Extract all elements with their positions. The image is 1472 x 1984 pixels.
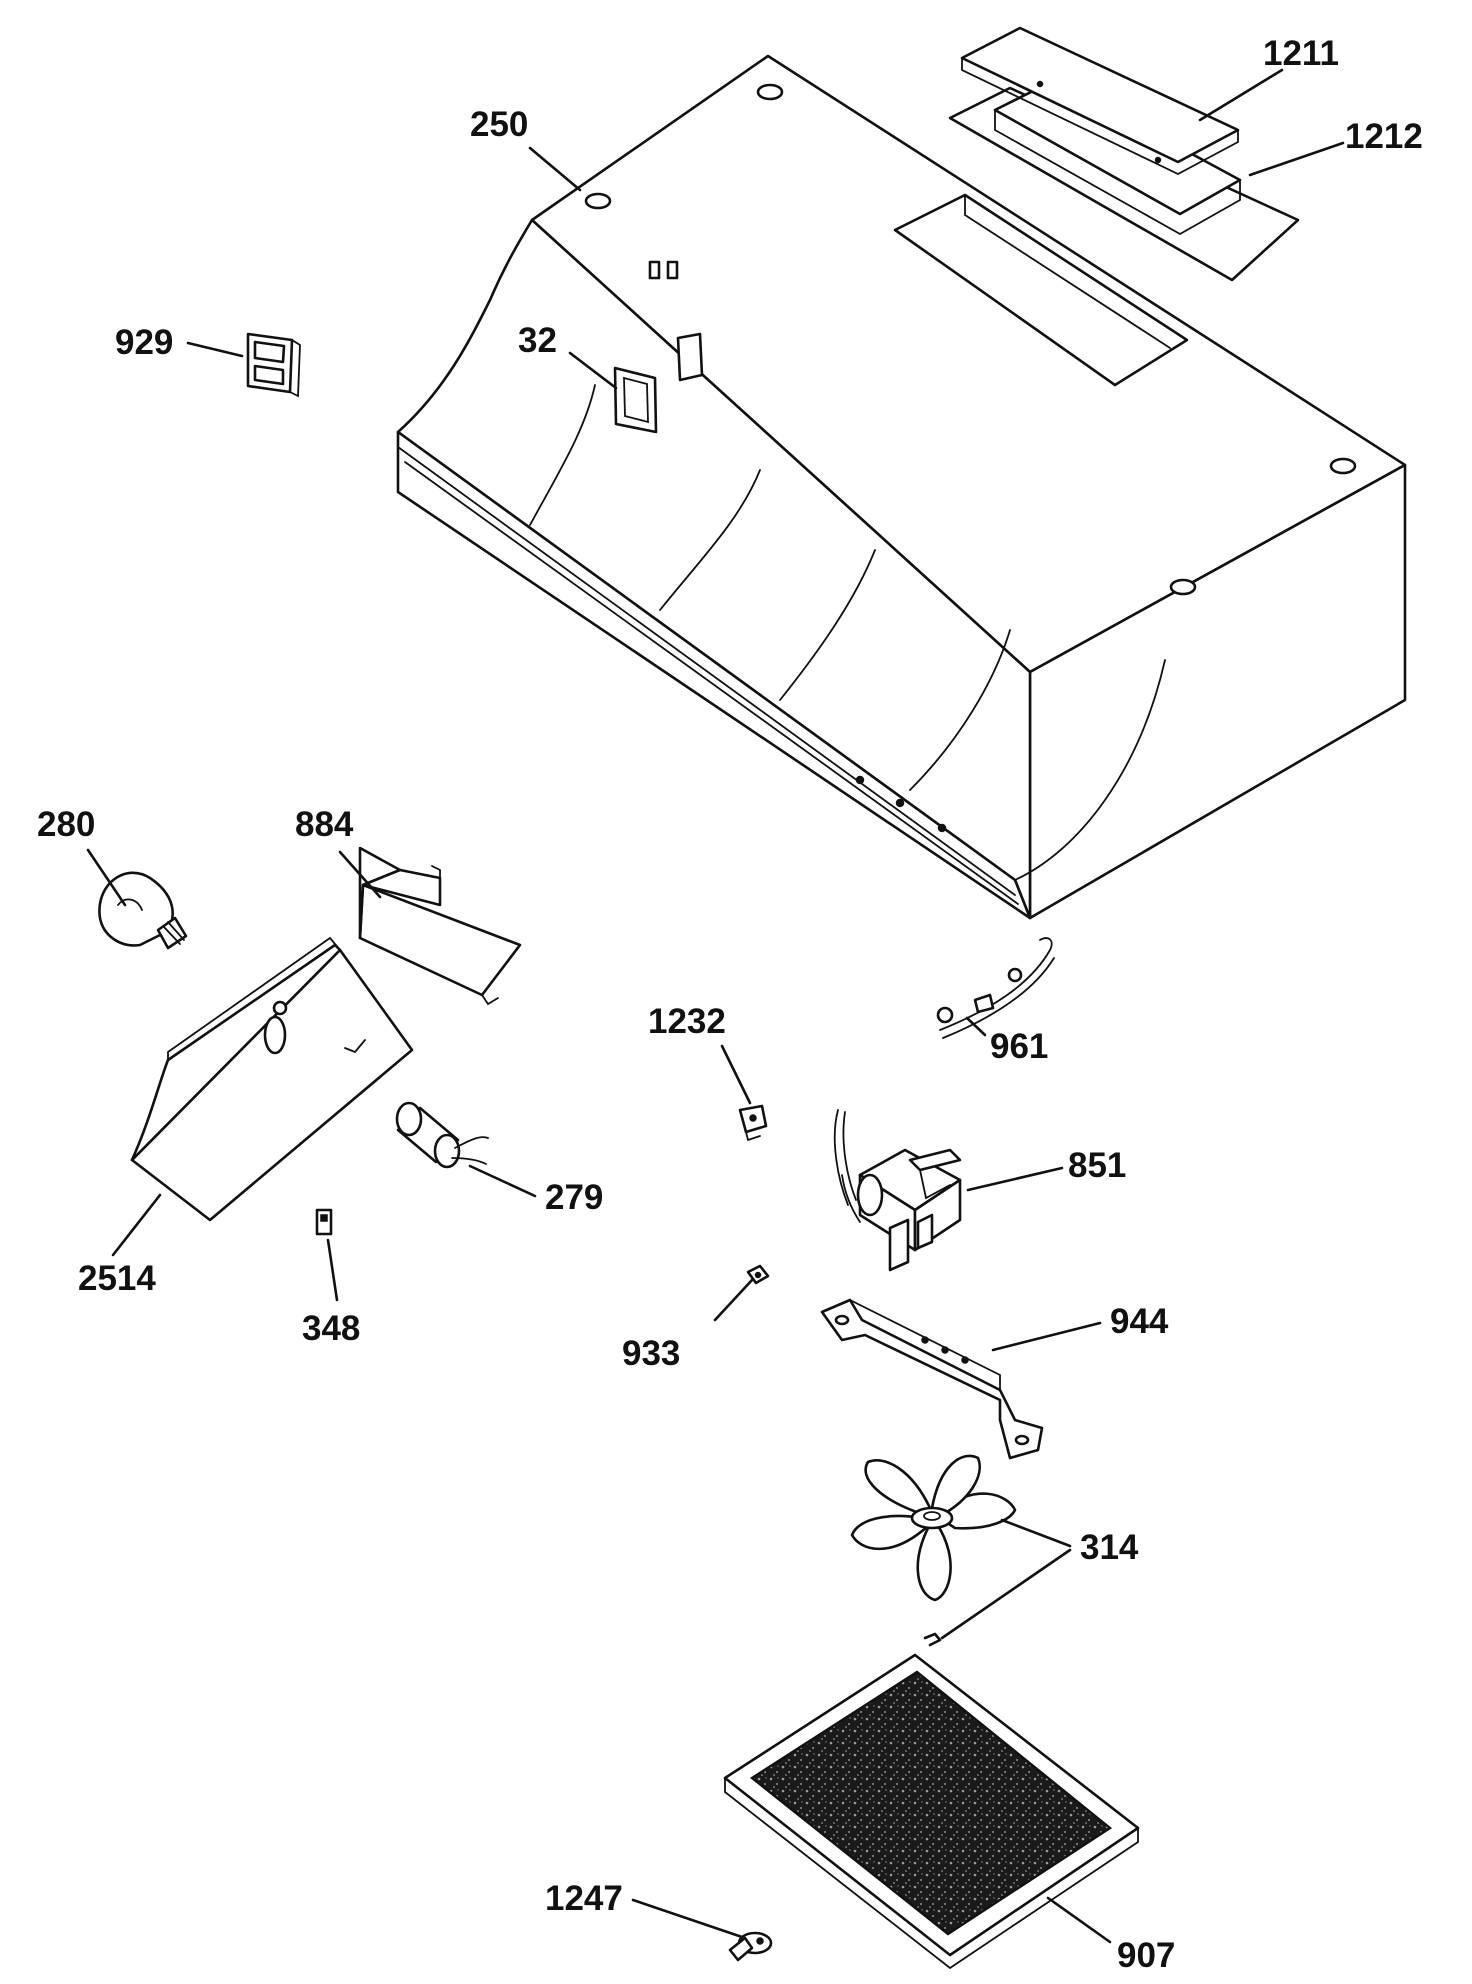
callout-851: 851: [1068, 1146, 1126, 1185]
leader-929: [186, 341, 244, 358]
mounting-slot: [756, 83, 784, 101]
callout-1212: 1212: [1345, 117, 1423, 156]
callout-labels: 1211 1212 250 929 32 280 884 1232 961 85…: [37, 34, 1423, 1975]
filter-mesh: [749, 1670, 1113, 1936]
part-2514-lamp-housing: [130, 936, 414, 1222]
callout-933: 933: [622, 1334, 680, 1373]
part-851-fan-motor: [833, 1109, 962, 1272]
mounting-slot: [584, 192, 612, 210]
leader-279: [468, 1164, 537, 1198]
part-944-motor-bracket: [820, 1298, 1044, 1460]
callout-2514: 2514: [78, 1259, 156, 1298]
leader-961: [965, 1016, 987, 1037]
callout-1232: 1232: [648, 1002, 726, 1041]
leader-1232: [720, 1044, 752, 1105]
leader-884: [338, 850, 382, 899]
callout-907: 907: [1117, 1936, 1175, 1975]
part-1232-fastener: [738, 1104, 768, 1142]
hood-slot: [666, 260, 679, 280]
callout-1211: 1211: [1263, 34, 1339, 73]
leader-1212: [1248, 141, 1345, 177]
part-314-fan-blade: [850, 1454, 1017, 1647]
hood-bottom-lip: [396, 430, 1032, 920]
callout-279: 279: [545, 1178, 603, 1217]
part-1247-filter-clip: [728, 1931, 773, 1962]
part-1212-duct-collar: [948, 78, 1300, 282]
part-348-clip: [315, 1208, 333, 1236]
leader-32: [568, 351, 618, 390]
callout-348: 348: [302, 1309, 360, 1348]
leader-907: [1046, 1896, 1112, 1944]
callout-1247: 1247: [545, 1879, 623, 1918]
part-907-grease-filter: [723, 1653, 1140, 1970]
callout-250: 250: [470, 105, 528, 144]
leader-944: [991, 1321, 1102, 1352]
part-279-capacitor: [395, 1101, 489, 1169]
part-933-clip: [746, 1264, 770, 1285]
part-1211-damper-plate: [960, 26, 1240, 176]
callout-961: 961: [990, 1027, 1048, 1066]
leader-314-blade: [1000, 1518, 1072, 1548]
callout-314: 314: [1080, 1528, 1139, 1567]
leader-348: [326, 1238, 339, 1302]
switch-opening: [676, 332, 704, 382]
hood-slot: [648, 260, 661, 280]
callout-929: 929: [115, 323, 173, 362]
leader-lines: [86, 68, 1345, 1944]
part-961-wire-screw: [936, 937, 1055, 1039]
part-884-bracket: [358, 846, 522, 1006]
leader-314-nut: [940, 1548, 1072, 1640]
part-250-hood-housing: [396, 54, 1407, 920]
leader-1247: [631, 1898, 744, 1939]
part-32-switch-bezel: [613, 366, 658, 434]
hood-curved-front: [396, 218, 1032, 920]
leader-250: [528, 146, 582, 192]
callout-884: 884: [295, 805, 354, 844]
mounting-slot: [1169, 578, 1197, 596]
leader-1211: [1198, 68, 1284, 122]
mounting-slot: [1329, 457, 1357, 475]
callout-32: 32: [518, 321, 557, 360]
callout-280: 280: [37, 805, 95, 844]
leader-851: [966, 1166, 1064, 1192]
leader-2514: [111, 1193, 162, 1257]
leader-933: [713, 1278, 754, 1322]
leader-280: [86, 848, 127, 907]
callout-944: 944: [1110, 1302, 1169, 1341]
hood-duct-opening: [893, 193, 1189, 387]
part-929-rocker-switch: [246, 332, 301, 398]
